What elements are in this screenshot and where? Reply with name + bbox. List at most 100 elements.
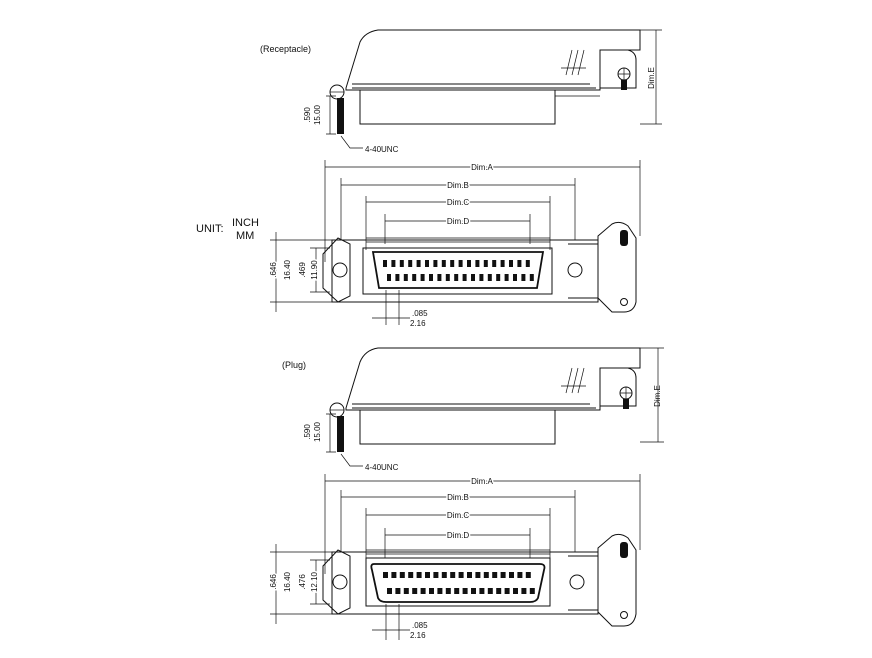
dim-c-label: Dim.C bbox=[447, 198, 469, 207]
receptacle-pin bbox=[525, 260, 530, 267]
plug-pin bbox=[412, 588, 418, 594]
plug-pin bbox=[454, 588, 460, 594]
receptacle-pin bbox=[475, 260, 480, 267]
plug-pin bbox=[425, 572, 430, 578]
plug-pin bbox=[492, 572, 498, 578]
receptacle-face-outline bbox=[362, 247, 553, 295]
receptacle-pin bbox=[529, 274, 534, 281]
plug-front-height-inch: .646 bbox=[269, 574, 278, 590]
plug-pin bbox=[399, 572, 405, 578]
plug-top-edge bbox=[366, 549, 550, 555]
plug-pin bbox=[416, 572, 422, 578]
receptacle-hood bbox=[345, 29, 641, 91]
receptacle-pin bbox=[403, 274, 408, 281]
receptacle-pin bbox=[454, 274, 459, 281]
plug-hood-edge bbox=[352, 403, 596, 409]
plug-pin bbox=[521, 588, 527, 594]
plug-height-mm: 15.00 bbox=[313, 421, 322, 442]
pitch-mm: 2.16 bbox=[410, 319, 426, 328]
receptacle-pin bbox=[467, 260, 471, 267]
plug-pin bbox=[487, 588, 493, 594]
plug-pin bbox=[458, 572, 464, 578]
plug-pin bbox=[467, 572, 472, 578]
plug-pin bbox=[504, 588, 510, 594]
front-height-outer-line bbox=[270, 232, 332, 312]
dim-c-line bbox=[365, 196, 551, 250]
front-pin-height-inch: .469 bbox=[298, 262, 307, 278]
unit-inch: INCH bbox=[232, 217, 259, 229]
receptacle-pin bbox=[500, 260, 505, 267]
receptacle-shell bbox=[331, 239, 599, 303]
receptacle-pin bbox=[399, 260, 404, 267]
plug-dim-b-line bbox=[340, 490, 576, 552]
plug-pitch-inch: .085 bbox=[412, 621, 428, 630]
plug-dim-e-label: Dim.E bbox=[653, 385, 662, 407]
receptacle-left-hole bbox=[332, 262, 348, 278]
plug-pin bbox=[403, 588, 409, 594]
receptacle-pin bbox=[383, 260, 387, 267]
front-pin-height-mm: 11.90 bbox=[310, 260, 319, 280]
receptacle-bracket bbox=[600, 49, 637, 89]
receptacle-pin bbox=[437, 274, 442, 281]
plug-pin bbox=[420, 588, 426, 594]
receptacle-dim-e-line bbox=[640, 29, 662, 125]
unit-label: UNIT: bbox=[196, 223, 224, 235]
receptacle-pin bbox=[487, 274, 492, 281]
plug-shell bbox=[331, 551, 599, 615]
plug-pin bbox=[525, 572, 531, 578]
receptacle-pin bbox=[483, 260, 488, 267]
plug-pin bbox=[383, 572, 388, 578]
plug-pin bbox=[513, 588, 518, 594]
plug-right-screw-thread bbox=[623, 399, 629, 409]
receptacle-pin bbox=[408, 260, 413, 267]
plug-pin bbox=[471, 588, 476, 594]
plug-pin bbox=[500, 572, 506, 578]
plug-left-ear bbox=[322, 549, 351, 615]
receptacle-pin bbox=[513, 274, 517, 281]
receptacle-pin bbox=[391, 260, 396, 267]
receptacle-pin bbox=[445, 274, 450, 281]
receptacle-height-line bbox=[326, 95, 336, 135]
pitch-line bbox=[372, 290, 410, 325]
plug-pin bbox=[387, 588, 392, 594]
dim-d-label: Dim.D bbox=[447, 217, 469, 226]
receptacle-right-screw-slot bbox=[618, 68, 630, 80]
receptacle-housing bbox=[359, 90, 556, 125]
plug-mount-screw bbox=[620, 542, 628, 558]
plug-pins bbox=[383, 572, 535, 594]
receptacle-pin bbox=[496, 274, 501, 281]
plug-pin bbox=[462, 588, 468, 594]
receptacle-pin bbox=[458, 260, 463, 267]
receptacle-pin bbox=[462, 274, 467, 281]
receptacle-pin bbox=[387, 274, 391, 281]
plug-pin bbox=[433, 572, 439, 578]
plug-pin bbox=[479, 588, 485, 594]
plug-ridges bbox=[561, 367, 586, 394]
receptacle-pin bbox=[433, 260, 438, 267]
plug-pin bbox=[437, 588, 443, 594]
plug-pin bbox=[450, 572, 456, 578]
receptacle-title: (Receptacle) bbox=[260, 44, 311, 54]
receptacle-ridges bbox=[561, 49, 586, 76]
receptacle-pin bbox=[450, 260, 455, 267]
plug-face-outline bbox=[365, 557, 551, 607]
plug-pin bbox=[391, 572, 397, 578]
plug-side-view: (Plug) Dim.E .590 15.00 4-40UNC bbox=[282, 347, 664, 472]
front-pin-height-line bbox=[310, 247, 330, 293]
dim-d-line bbox=[384, 214, 531, 244]
plug-dim-a-line bbox=[324, 474, 641, 574]
plug-left-screw-thread bbox=[337, 416, 344, 452]
plug-front-pin-height-mm: 12.10 bbox=[310, 571, 319, 592]
plug-pin bbox=[445, 588, 451, 594]
front-height-mm: 16.40 bbox=[283, 259, 292, 280]
dim-b-line bbox=[340, 178, 576, 240]
receptacle-dim-e-label: Dim.E bbox=[647, 67, 656, 89]
plug-right-screw-slot bbox=[620, 387, 632, 399]
receptacle-pin bbox=[517, 260, 522, 267]
plug-pin bbox=[441, 572, 447, 578]
plug-mount-hole bbox=[620, 611, 628, 619]
receptacle-right-flange bbox=[568, 243, 599, 299]
receptacle-left-screw-thread bbox=[337, 98, 344, 134]
plug-front-pin-height-inch: .476 bbox=[298, 574, 307, 590]
